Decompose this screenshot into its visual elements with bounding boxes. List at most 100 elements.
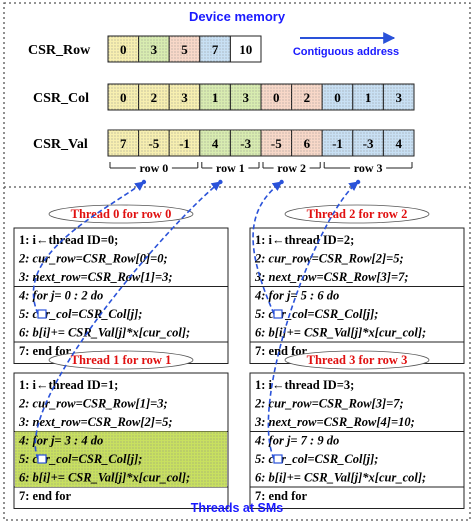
code-line: 1: i←thread ID=1;: [19, 378, 118, 392]
array-cell-value: 3: [242, 90, 249, 105]
cell-dots: [199, 130, 231, 156]
code-line: 5: cur_col=CSR_Col[j];: [19, 307, 142, 321]
segment-label: row 3: [354, 161, 383, 175]
code-line: 3: next_row=CSR_Row[3]=7;: [254, 270, 409, 284]
code-line: 7: end for: [19, 344, 72, 358]
array-cell-value: 0: [273, 90, 280, 105]
array-cell-value: 3: [181, 90, 188, 105]
code-line: 7: end for: [255, 489, 308, 503]
cell-dots: [138, 36, 170, 62]
array-cell-value: 2: [151, 90, 158, 105]
cell-dots: [322, 130, 353, 156]
cell-dots: [108, 36, 139, 62]
access-curve: [34, 181, 222, 460]
thread-title-oval: [284, 350, 430, 370]
access-target-dot: [355, 179, 361, 185]
array-cell-value: 7: [120, 136, 127, 151]
code-line: 2: cur_row=CSR_Row[2]=5;: [254, 252, 404, 266]
code-line: 4: for j= 5 : 6 do: [254, 289, 339, 303]
cell-dots: [169, 84, 200, 110]
cell-dots: [230, 130, 261, 156]
cell-dots: [383, 84, 414, 110]
code-line: 6: b[i]+= CSR_Val[j]*x[cur_col];: [19, 471, 190, 485]
segment-label: row 2: [277, 161, 306, 175]
cell-dots: [138, 130, 170, 156]
array-cell-value: -5: [148, 136, 159, 151]
array-cell-value: 5: [181, 42, 188, 57]
code-line: 2: cur_row=CSR_Row[3]=7;: [254, 397, 404, 411]
thread-box: [13, 227, 229, 364]
cell-dots: [108, 130, 139, 156]
array-cell-value: -1: [179, 136, 190, 151]
array-cell-value: -3: [240, 136, 251, 151]
thread-title-oval: [48, 350, 194, 370]
access-origin-marker: [37, 454, 47, 464]
thread-title: Thread 2 for row 2: [307, 207, 408, 221]
code-line: 3: next_row=CSR_Row[1]=3;: [18, 270, 173, 284]
code-line: 6: b[i]+= CSR_Val[j]*x[cur_col];: [255, 471, 426, 485]
array-cell-value: 4: [395, 136, 402, 151]
access-origin-marker: [273, 309, 283, 319]
array-cell: [229, 35, 262, 63]
cell-dots: [169, 36, 200, 62]
access-target-dot: [218, 179, 223, 185]
cell-dots: [291, 130, 323, 156]
code-line: 2: cur_row=CSR_Row[0]=0;: [18, 252, 168, 266]
thread-title: Thread 1 for row 1: [71, 353, 172, 367]
array-cell-value: 2: [304, 90, 311, 105]
array-cell-value: -5: [271, 136, 282, 151]
segment-label: row 1: [216, 161, 245, 175]
access-origin-marker: [273, 454, 283, 464]
array-cell-value: 0: [120, 42, 127, 57]
thread-title-oval: [48, 204, 194, 224]
array-cell-value: 4: [212, 136, 219, 151]
thread-box: [249, 372, 465, 509]
access-curve: [252, 181, 283, 315]
code-line: 5: cur_col=CSR_Col[j];: [255, 307, 378, 321]
array-cell-value: -3: [363, 136, 374, 151]
thread-boxes: Thread 0 for row 01: i←thread ID=0;2: cu…: [13, 204, 465, 509]
code-line: 7: end for: [255, 344, 308, 358]
array-label-1: CSR_Col: [33, 91, 89, 106]
thread-title: Thread 3 for row 3: [307, 353, 408, 367]
access-origin-marker: [37, 309, 47, 319]
cell-dots: [138, 84, 170, 110]
access-curve: [267, 181, 359, 460]
code-line: 5: cur_col=CSR_Col[j];: [19, 452, 142, 466]
code-line: 2: cur_row=CSR_Row[1]=3;: [18, 397, 168, 411]
code-line: 3: next_row=CSR_Row[4]=10;: [254, 415, 415, 429]
array-cell-value: 1: [212, 90, 219, 105]
array-cell-value: 10: [239, 42, 252, 57]
outer-frame: [3, 2, 471, 521]
access-curve: [32, 181, 145, 315]
code-line: 4: for j= 7 : 9 do: [254, 434, 339, 448]
code-line: 5: cur_col=CSR_Col[j];: [255, 452, 378, 466]
array-label-2: CSR_Val: [33, 137, 88, 152]
device-memory-title: Device memory: [189, 9, 286, 24]
access-target-dot: [279, 179, 284, 185]
array-cell-value: 0: [120, 90, 127, 105]
thread-box: [249, 227, 465, 364]
array-cell-value: 6: [304, 136, 311, 151]
cell-dots: [108, 84, 139, 110]
loop-highlight-dots: [15, 431, 227, 487]
code-line: 3: next_row=CSR_Row[2]=5;: [18, 415, 173, 429]
array-cell-value: 0: [334, 90, 341, 105]
cell-dots: [291, 84, 323, 110]
code-line: 7: end for: [19, 489, 72, 503]
cell-dots: [169, 130, 200, 156]
code-line: 1: i←thread ID=2;: [255, 233, 354, 247]
array-label-0: CSR_Row: [28, 43, 91, 58]
code-line: 4: for j= 3 : 4 do: [18, 434, 103, 448]
cell-dots: [199, 36, 231, 62]
cell-dots: [322, 84, 353, 110]
cell-dots: [230, 84, 261, 110]
cell-dots: [352, 130, 384, 156]
thread-title-oval: [284, 204, 430, 224]
cell-dots: [383, 130, 414, 156]
code-line: 4: for j= 0 : 2 do: [18, 289, 103, 303]
